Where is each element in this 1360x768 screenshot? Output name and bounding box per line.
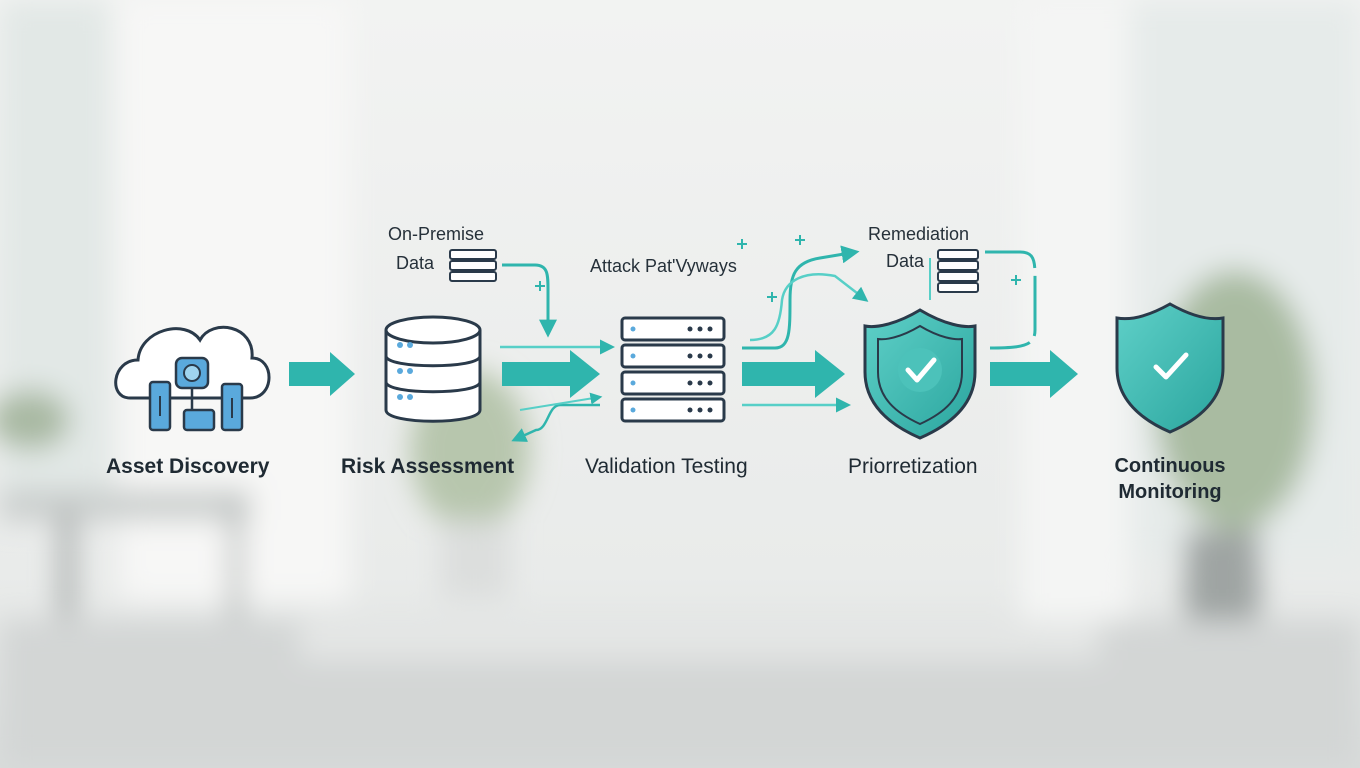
remediation-data-label: Data	[886, 251, 924, 272]
connector-loop-upper	[742, 252, 856, 348]
stage-label-asset-discovery: Asset Discovery	[106, 455, 269, 479]
remediation-label: Remediation	[868, 224, 969, 245]
cloud-devices-icon	[116, 327, 269, 430]
connector-remediation	[985, 252, 1035, 348]
flow-arrow-1	[289, 352, 355, 396]
stage-label-continuous-monitoring: Continuous Monitoring	[1090, 453, 1250, 505]
connector-loop-inner	[750, 274, 866, 340]
flow-arrow-3	[742, 350, 845, 398]
on-premise-data-label: Data	[396, 253, 434, 274]
continuous-label: Continuous	[1090, 453, 1250, 479]
monitoring-label: Monitoring	[1090, 479, 1250, 505]
database-icon	[386, 317, 480, 421]
connector-on-premise	[502, 265, 548, 334]
connector-return	[520, 397, 600, 410]
shield-check-icon	[1117, 304, 1223, 432]
server-rack-icon	[622, 318, 724, 421]
stage-label-prioritization: Priorretization	[848, 455, 978, 479]
flow-arrow-2	[502, 350, 600, 398]
on-premise-label: On-Premise	[388, 224, 484, 245]
shield-check-icon	[865, 310, 975, 438]
flow-arrow-4	[990, 350, 1078, 398]
stage-label-validation-testing: Validation Testing	[585, 455, 748, 479]
connector-loop-bottom	[514, 405, 600, 440]
on-premise-server-icon	[450, 250, 496, 281]
stage-label-risk-assessment: Risk Assessment	[341, 455, 514, 479]
remediation-server-icon	[938, 250, 978, 292]
attack-pathways-label: Attack Pat'Vyways	[590, 256, 737, 277]
